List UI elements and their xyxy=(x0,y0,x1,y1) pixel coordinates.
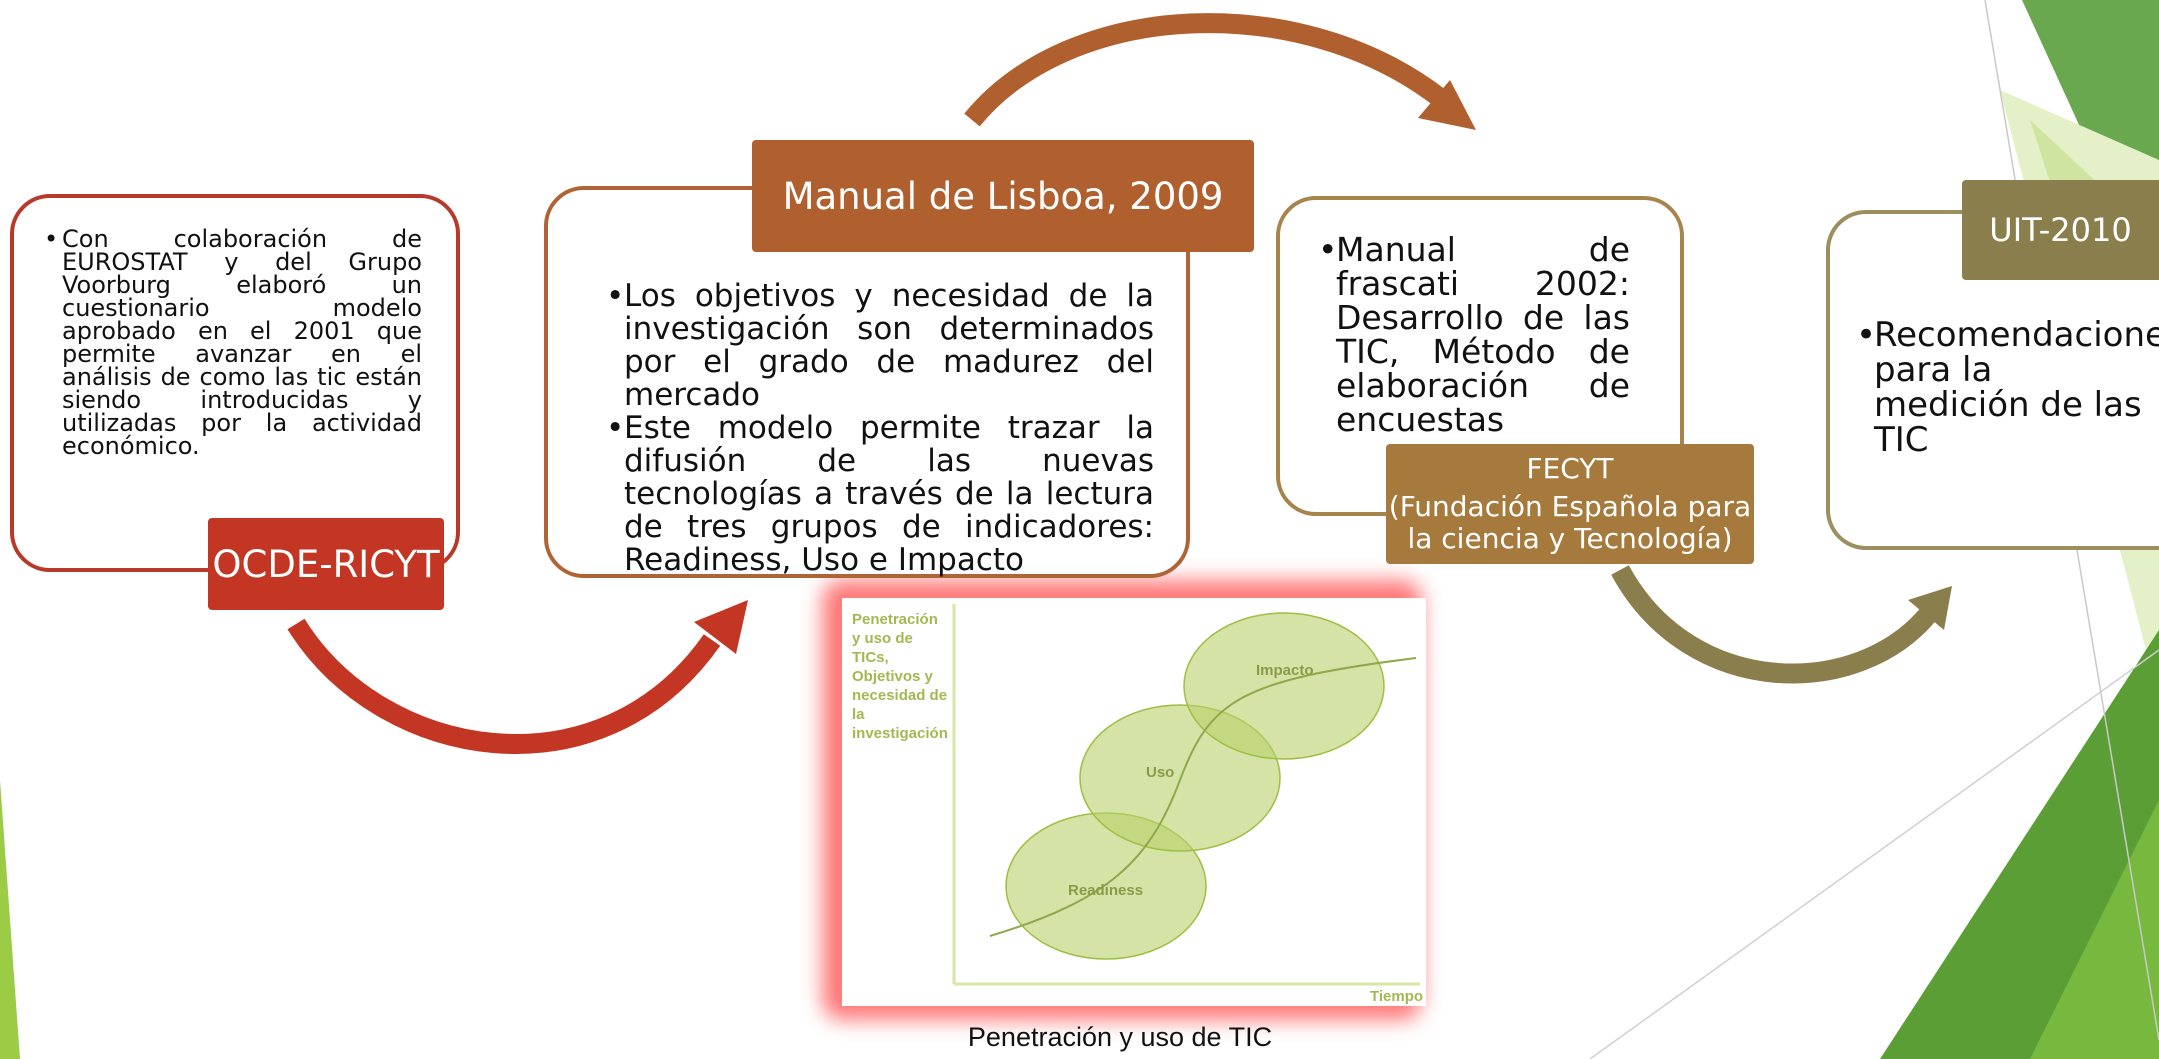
tag-fecyt-subtitle: (Fundación Española para la ciencia y Te… xyxy=(1388,490,1752,555)
tag-manual-lisboa: Manual de Lisboa, 2009 xyxy=(752,140,1254,252)
tag-ocde-ricyt: OCDE-RICYT xyxy=(208,518,444,610)
arrow-fecyt-to-uit xyxy=(1611,565,1938,684)
arrowhead-ocde-to-lisboa xyxy=(694,600,748,654)
arrowhead-fecyt-to-uit xyxy=(1908,586,1952,630)
card-fecyt-text: Manual de frascati 2002: Desarrollo de l… xyxy=(1318,233,1630,437)
chart-ylabel: Penetración y uso de TICs, Objetivos y n… xyxy=(852,611,948,742)
deco-green-left xyxy=(0,780,20,1059)
card-ocde-text: Con colaboración de EUROSTAT y del Grupo… xyxy=(44,227,422,458)
stage-label-impacto: Impacto xyxy=(1256,662,1314,679)
card-lisboa-bullet-2: Este modelo permite trazar la difusión d… xyxy=(606,412,1154,577)
arrowhead-lisboa-to-fecyt xyxy=(1418,80,1476,130)
deco-line-2 xyxy=(1589,649,2159,1059)
card-ocde-bullet: Con colaboración de EUROSTAT y del Grupo… xyxy=(44,227,422,458)
tag-fecyt-title: FECYT xyxy=(1526,452,1614,485)
stage-label-readiness: Readiness xyxy=(1068,882,1144,899)
deco-green-bottom-right-light xyxy=(2030,800,2159,1059)
card-fecyt-bullet: Manual de frascati 2002: Desarrollo de l… xyxy=(1318,233,1630,437)
card-lisboa-text: Los objetivos y necesidad de la investig… xyxy=(606,280,1154,577)
card-uit-text: Recomendaciones para la medición de las … xyxy=(1856,318,2159,458)
s-curve xyxy=(989,657,1417,937)
impacto-ellipse xyxy=(1183,612,1385,760)
stage-label-uso: Uso xyxy=(1146,764,1175,781)
image-caption: Penetración y uso de TIC xyxy=(967,1022,1273,1052)
card-uit-bullet: Recomendaciones para la medición de las … xyxy=(1856,318,2159,458)
tag-uit-2010: UIT-2010 xyxy=(1962,180,2159,280)
card-lisboa-bullet-1: Los objetivos y necesidad de la investig… xyxy=(606,280,1154,412)
arrow-lisboa-to-fecyt xyxy=(964,13,1447,127)
arrow-ocde-to-lisboa xyxy=(287,618,721,754)
chart-xlabel: Tiempo xyxy=(1370,988,1424,1005)
tag-fecyt: FECYT (Fundación Española para la cienci… xyxy=(1386,444,1754,564)
